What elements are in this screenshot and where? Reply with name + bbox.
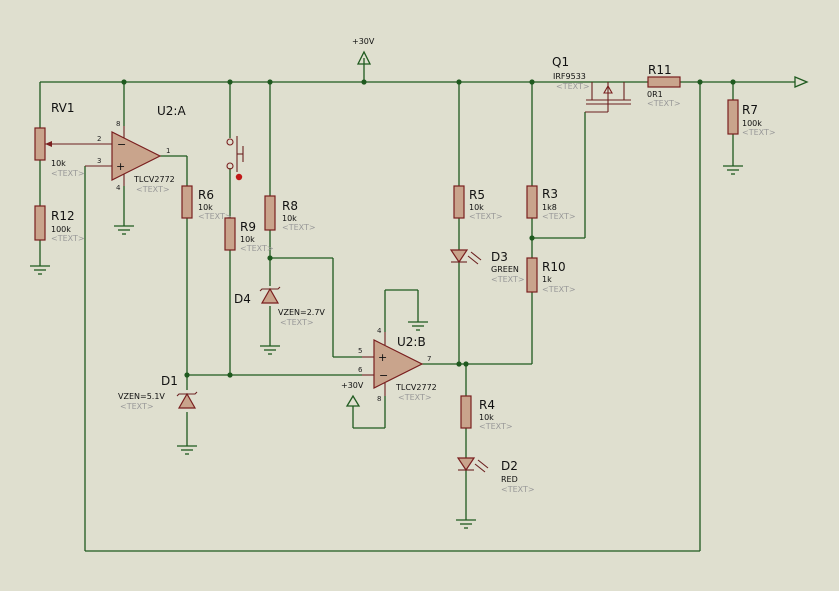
- d1-value: VZEN=5.1V: [118, 392, 165, 401]
- d1-zener-diode: D1 VZEN=5.1V <TEXT>: [118, 374, 198, 411]
- svg-text:+: +: [378, 351, 387, 364]
- u2a-text: <TEXT>: [136, 185, 170, 194]
- q1-part: IRF9533: [553, 72, 586, 81]
- u2a-pin1: 1: [166, 147, 170, 155]
- svg-text:−: −: [379, 369, 388, 382]
- r11-resistor: R11 0R1 <TEXT>: [647, 63, 681, 108]
- r7-text: <TEXT>: [742, 128, 776, 137]
- d2-text: <TEXT>: [501, 485, 535, 494]
- svg-text:−: −: [117, 138, 126, 151]
- u2b-ref: U2:B: [397, 335, 426, 349]
- r3-ref: R3: [542, 187, 558, 201]
- r4-text: <TEXT>: [479, 422, 513, 431]
- r5-ref: R5: [469, 188, 485, 202]
- r7-ref: R7: [742, 103, 758, 117]
- r8-resistor: R8 10k <TEXT>: [264, 195, 316, 232]
- u2a-pin3: 3: [97, 157, 101, 165]
- rv1-value: 10k: [51, 159, 66, 168]
- r11-value: 0R1: [647, 90, 663, 99]
- r9-text: <TEXT>: [240, 244, 274, 253]
- r4-value: 10k: [479, 413, 494, 422]
- u2b-pin5: 5: [358, 347, 362, 355]
- r7-value: 100k: [742, 119, 762, 128]
- d4-text: <TEXT>: [280, 318, 314, 327]
- r12-resistor: R12 100k <TEXT>: [34, 205, 85, 243]
- power-symbol-top: +30V: [352, 37, 375, 82]
- rv1-text: <TEXT>: [51, 169, 85, 178]
- u2a-pin4: 4: [116, 184, 121, 192]
- d4-ref: D4: [234, 292, 251, 306]
- r9-resistor: R9 10k <TEXT>: [224, 217, 274, 253]
- u2b-part: TLCV2772: [395, 383, 437, 392]
- pushbutton-switch: [226, 136, 244, 181]
- r6-value: 10k: [198, 203, 213, 212]
- d3-led: D3 GREEN <TEXT>: [449, 249, 525, 284]
- d1-ref: D1: [161, 374, 178, 388]
- ground-symbols: [30, 165, 743, 529]
- r5-value: 10k: [469, 203, 484, 212]
- u2a-ref: U2:A: [157, 104, 186, 118]
- d4-value: VZEN=2.7V: [278, 308, 325, 317]
- d2-ref: D2: [501, 459, 518, 473]
- r10-text: <TEXT>: [542, 285, 576, 294]
- u2b-pin7: 7: [427, 355, 431, 363]
- d3-text: <TEXT>: [491, 275, 525, 284]
- r6-text: <TEXT>: [198, 212, 232, 221]
- r5-resistor: R5 10k <TEXT>: [453, 185, 503, 221]
- rv1-ref: RV1: [51, 101, 75, 115]
- r12-ref: R12: [51, 209, 75, 223]
- r7-resistor: R7 100k <TEXT>: [727, 99, 776, 137]
- r6-resistor: R6 10k <TEXT>: [181, 185, 232, 221]
- u2b-text: <TEXT>: [398, 393, 432, 402]
- d4-zener-diode: D4 VZEN=2.7V <TEXT>: [234, 286, 325, 327]
- r11-text: <TEXT>: [647, 99, 681, 108]
- q1-mosfet: Q1 IRF9533 <TEXT>: [552, 55, 631, 113]
- u2a-pin8: 8: [116, 120, 120, 128]
- d1-text: <TEXT>: [120, 402, 154, 411]
- junctions: [121, 79, 736, 378]
- vcc-label-u2b: +30V: [341, 381, 364, 390]
- u2a-pin2: 2: [97, 135, 101, 143]
- r10-resistor: R10 1k <TEXT>: [526, 257, 576, 294]
- wires: [39, 81, 795, 552]
- r3-value: 1k8: [542, 203, 557, 212]
- r12-value: 100k: [51, 225, 71, 234]
- d2-led: D2 RED <TEXT>: [456, 457, 535, 494]
- r3-resistor: R3 1k8 <TEXT>: [526, 185, 576, 221]
- r10-value: 1k: [542, 275, 552, 284]
- q1-ref: Q1: [552, 55, 569, 69]
- r9-ref: R9: [240, 220, 256, 234]
- r6-ref: R6: [198, 188, 214, 202]
- u2a-opamp: − + 2 3 1 8 4 U2:A TLCV2772 <TEXT>: [85, 104, 186, 194]
- r11-ref: R11: [648, 63, 672, 77]
- r10-ref: R10: [542, 260, 566, 274]
- u2b-pin4: 4: [377, 327, 382, 335]
- power-symbol-u2b: +30V: [341, 381, 364, 407]
- r8-value: 10k: [282, 214, 297, 223]
- rv1-potentiometer: RV1 10k <TEXT>: [34, 101, 95, 178]
- r8-ref: R8: [282, 199, 298, 213]
- u2a-part: TLCV2772: [133, 175, 175, 184]
- d2-value: RED: [501, 475, 518, 484]
- r3-text: <TEXT>: [542, 212, 576, 221]
- output-arrow: [794, 76, 809, 88]
- q1-text: <TEXT>: [556, 82, 590, 91]
- u2b-pin8: 8: [377, 395, 381, 403]
- r4-resistor: R4 10k <TEXT>: [460, 395, 513, 431]
- u2b-pin6: 6: [358, 366, 363, 374]
- r8-text: <TEXT>: [282, 223, 316, 232]
- svg-text:+: +: [116, 160, 125, 173]
- r12-text: <TEXT>: [51, 234, 85, 243]
- vcc-label-top: +30V: [352, 37, 375, 46]
- r9-value: 10k: [240, 235, 255, 244]
- d3-ref: D3: [491, 250, 508, 264]
- u2b-opamp: + − 5 6 7 4 8 U2:B TLCV2772 <TEXT>: [358, 327, 437, 403]
- r5-text: <TEXT>: [469, 212, 503, 221]
- d3-value: GREEN: [491, 265, 519, 274]
- r4-ref: R4: [479, 398, 495, 412]
